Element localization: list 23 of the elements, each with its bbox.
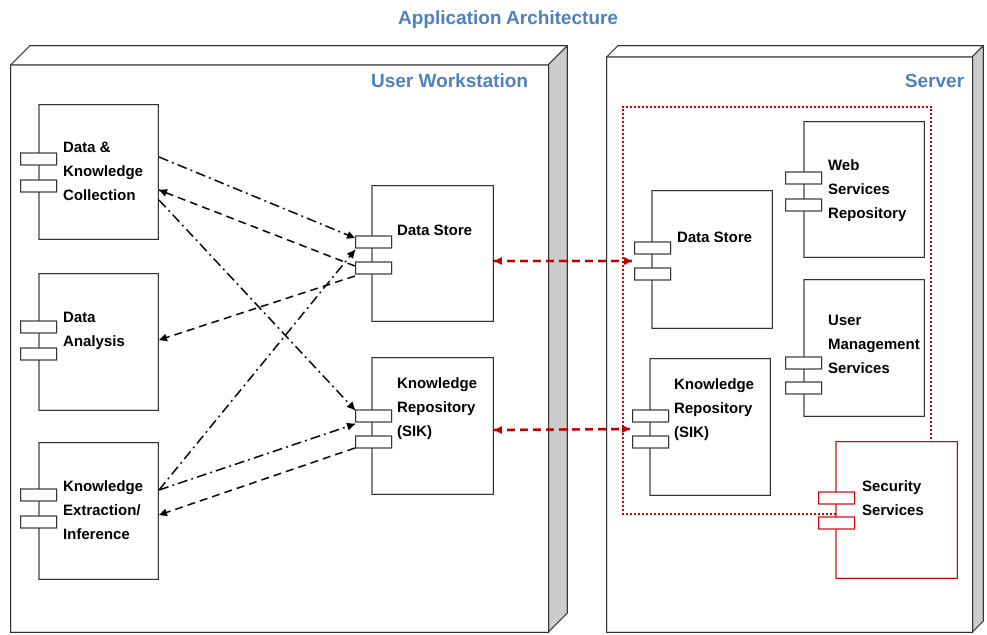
component-label: Data & Knowledge Collection xyxy=(63,138,144,206)
boundary-frame xyxy=(622,106,932,515)
component-label: Web Services Repository xyxy=(828,156,908,224)
component-label: Knowledge Extraction/ Inference xyxy=(63,477,144,545)
component-label: Data Analysis xyxy=(63,308,126,352)
component-label: Data Store xyxy=(677,228,754,248)
connector-arrow xyxy=(158,447,356,516)
component-label: Knowledge Repository (SIK) xyxy=(397,374,478,442)
component-label: Knowledge Repository (SIK) xyxy=(674,375,756,443)
node-title: User Workstation xyxy=(371,71,528,93)
diagram-title: Application Architecture xyxy=(397,8,619,30)
connector-arrow xyxy=(158,250,356,490)
component-label: Security Services xyxy=(862,477,925,521)
node-title: Server xyxy=(904,71,964,93)
connector-arrow xyxy=(158,156,356,239)
connector-arrow xyxy=(158,189,356,267)
connector-arrow xyxy=(494,257,632,265)
connector-arrow xyxy=(158,199,356,411)
connector-arrow xyxy=(494,425,630,434)
component-label: User Management Services xyxy=(828,311,921,379)
component-label: Data Store xyxy=(397,221,474,241)
connector-arrow xyxy=(158,422,356,491)
connector-arrow xyxy=(158,275,356,342)
